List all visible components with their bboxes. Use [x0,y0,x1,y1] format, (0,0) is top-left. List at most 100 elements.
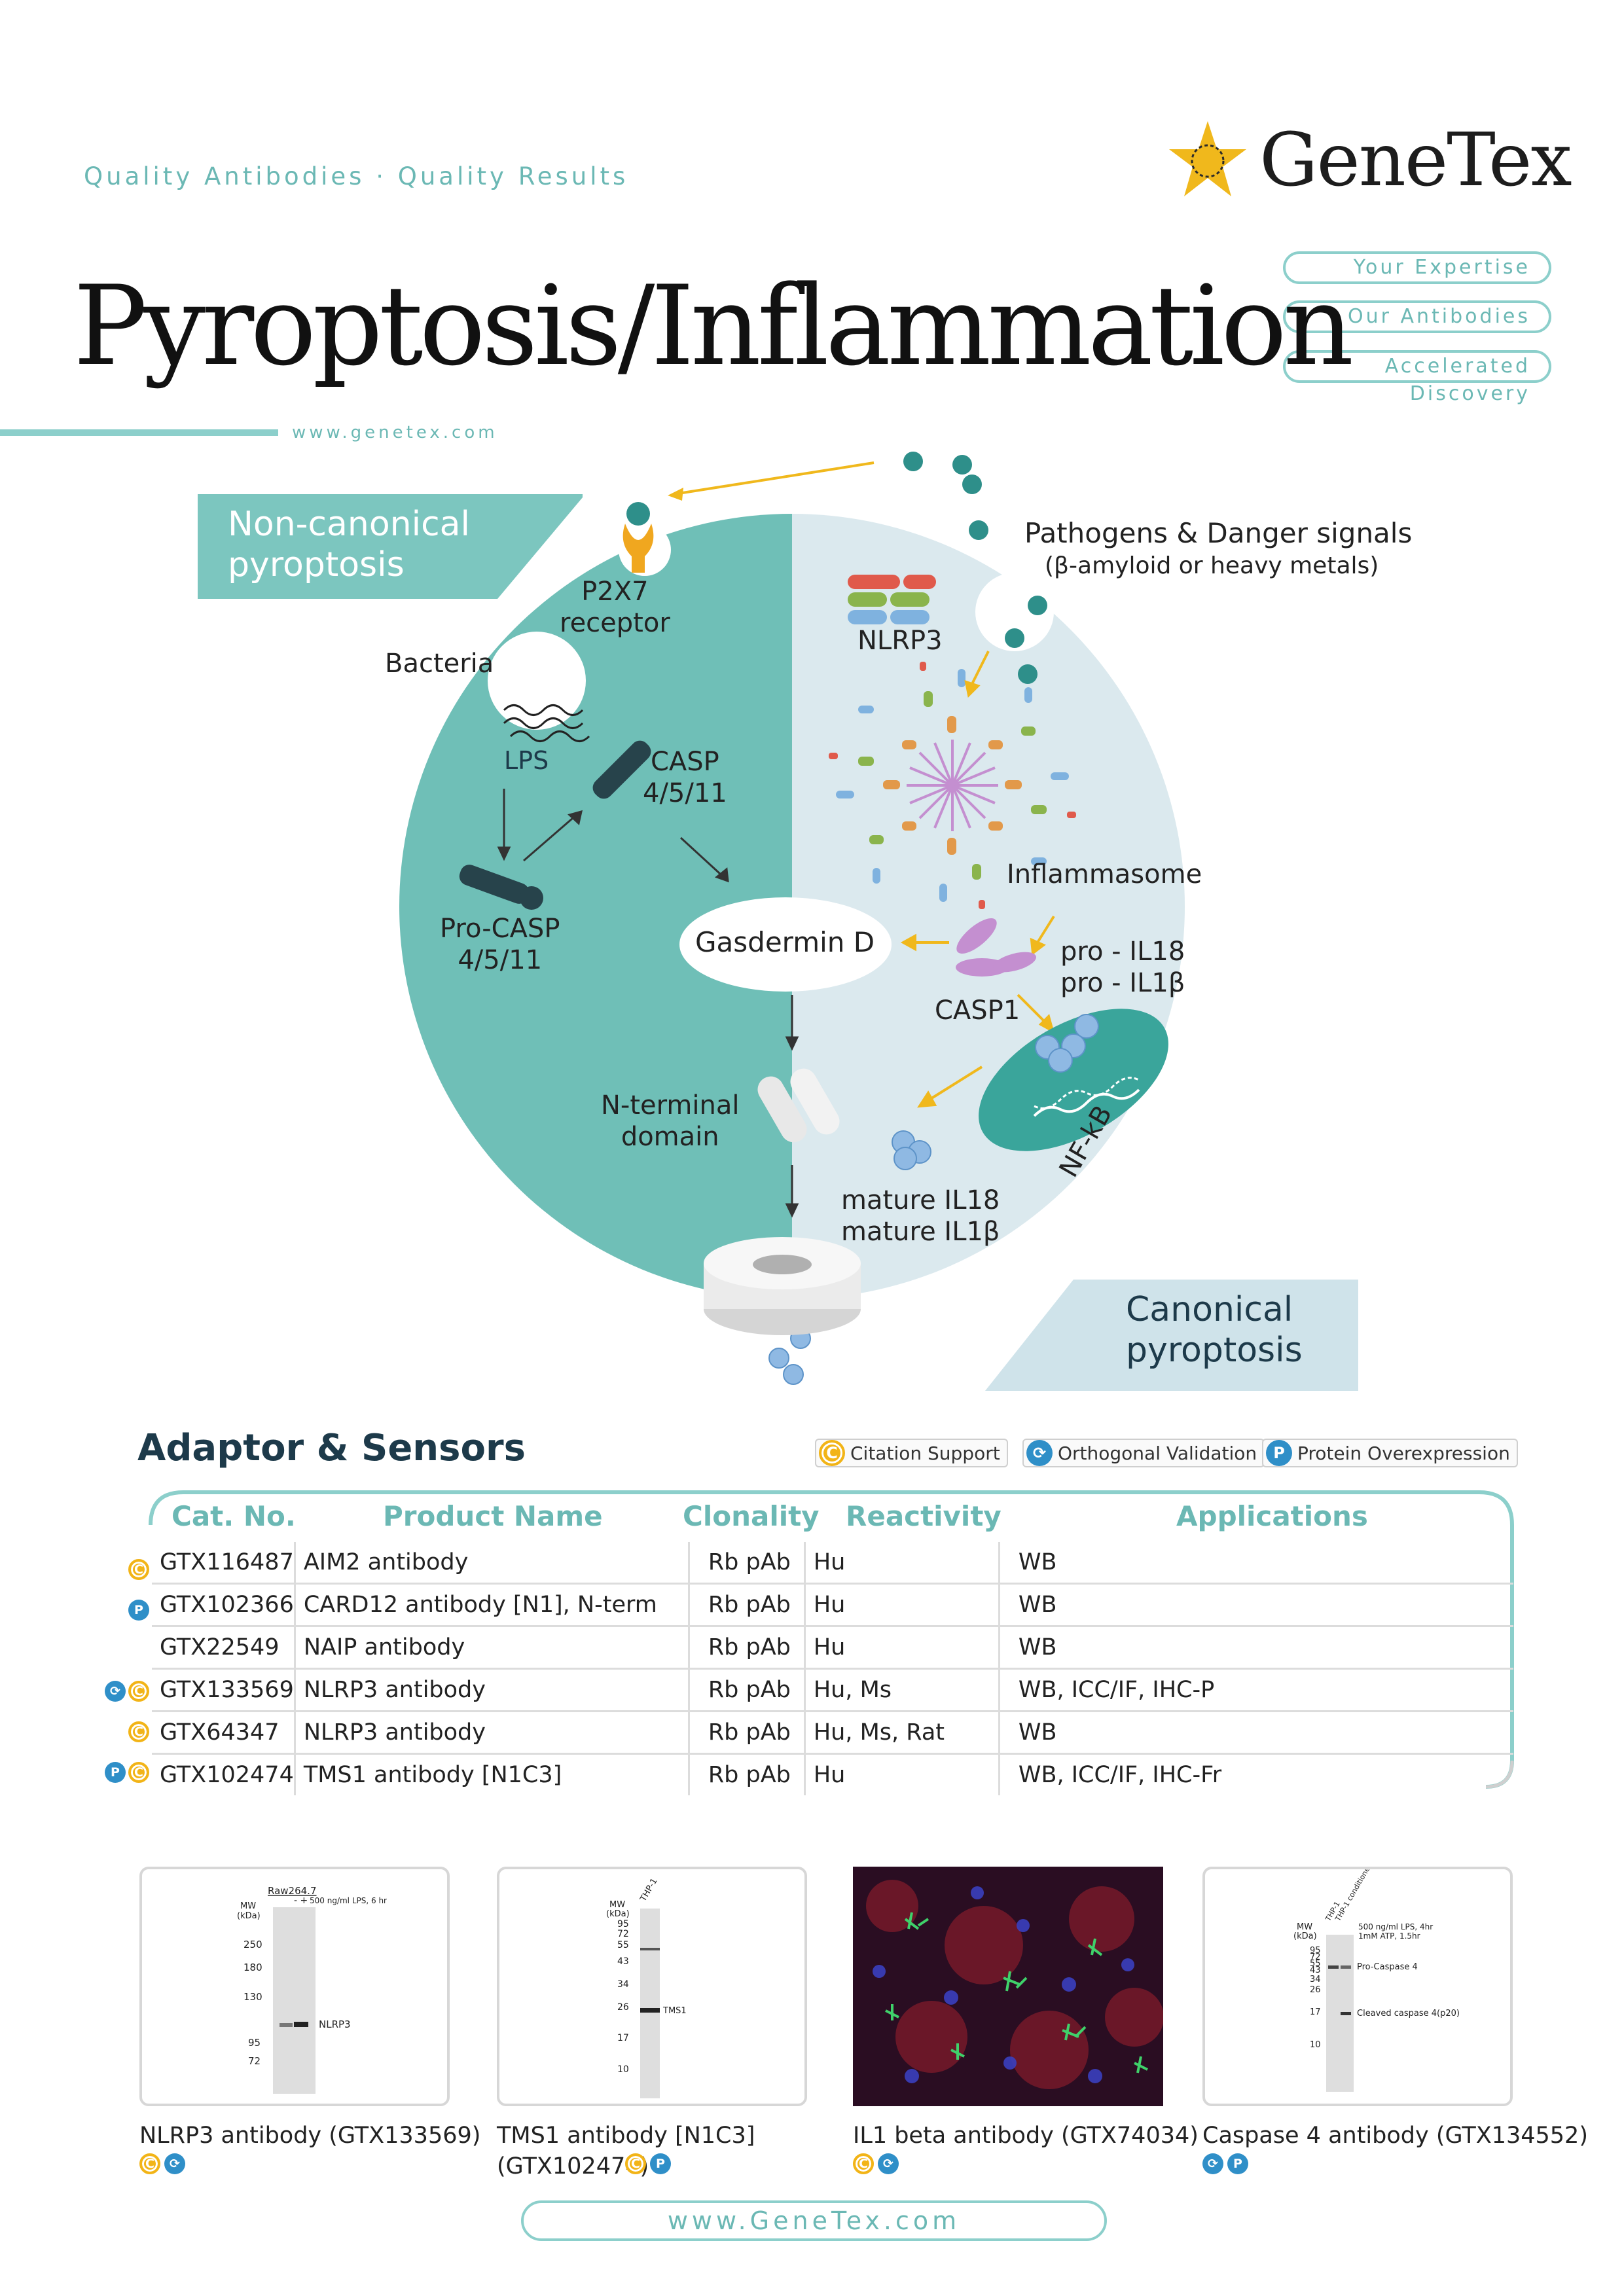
overexpression-icon: P [650,2153,671,2174]
cat-no[interactable]: GTX133569 [152,1668,295,1712]
svg-text:MW: MW [609,1900,625,1910]
cat-no[interactable]: GTX102474 [160,1762,294,1788]
citation-icon: C [819,1440,845,1466]
svg-text:72: 72 [248,2055,261,2067]
col-header-applications: Applications [1176,1500,1368,1532]
product-table: GTX116487 AIM2 antibody Rb pAb Hu WB GTX… [152,1542,1513,1795]
orthogonal-icon: ⟳ [1026,1440,1053,1466]
table-row[interactable]: GTX116487 AIM2 antibody Rb pAb Hu WB [152,1542,1513,1585]
overexpression-icon: P [1266,1440,1292,1466]
product-name[interactable]: TMS1 antibody [N1C3] [293,1753,689,1795]
row-badges: P C [105,1762,149,1783]
svg-text:(kDa): (kDa) [606,1909,630,1919]
clonality: Rb pAb [687,1626,805,1670]
orthogonal-icon: ⟳ [105,1681,126,1702]
caption-caspase4: Caspase 4 antibody (GTX134552) [1202,2123,1588,2149]
citation-icon: C [128,1721,149,1742]
reactivity: Hu [803,1753,1000,1795]
table-row[interactable]: GTX22549 NAIP antibody Rb pAb Hu WB [152,1626,1513,1670]
applications: WB, ICC/IF, IHC-Fr [998,1753,1513,1795]
cat-no[interactable]: GTX116487 [152,1542,295,1585]
svg-text:43: 43 [617,1956,629,1967]
svg-text:Pro-Caspase 4: Pro-Caspase 4 [1357,1962,1418,1972]
pill-your-expertise: Your Expertise [1283,251,1551,284]
overexpression-icon: P [105,1762,126,1783]
svg-text:55: 55 [1310,1959,1321,1969]
citation-icon: C [128,1681,149,1702]
table-row[interactable]: GTX64347 NLRP3 antibody Rb pAb Hu, Ms, R… [152,1711,1513,1755]
noncanonical-label: Non-canonical pyroptosis [228,505,470,585]
svg-text:43: 43 [1310,1965,1321,1975]
pill-our-antibodies: Our Antibodies [1283,300,1551,333]
svg-text:72: 72 [1310,1952,1321,1962]
svg-text:500 ng/ml LPS, 6 hr: 500 ng/ml LPS, 6 hr [310,1896,387,1905]
canonical-label: Canonical pyroptosis [1126,1290,1303,1371]
inflammasome-label: Inflammasome [1007,859,1202,889]
western-blot-tms1: THP-1 MW (kDa) 95 72 55 43 34 26 17 10 T… [606,1876,687,2098]
table-row[interactable]: GTX133569 NLRP3 antibody Rb pAb Hu, Ms W… [152,1668,1513,1712]
svg-text:72: 72 [617,1929,629,1939]
svg-text:500 ng/ml LPS, 4hr: 500 ng/ml LPS, 4hr [1358,1922,1433,1931]
cat-no[interactable]: GTX64347 [152,1711,295,1755]
svg-text:95: 95 [248,2037,261,2049]
applications: WB, ICC/IF, IHC-P [998,1668,1513,1712]
applications: WB [998,1542,1513,1585]
header-url[interactable]: www.genetex.com [292,423,498,442]
col-header-cat: Cat. No. [171,1500,296,1532]
product-name[interactable]: NAIP antibody [293,1626,689,1670]
reactivity: Hu, Ms [803,1668,1000,1712]
svg-text:MW: MW [240,1901,256,1911]
orthogonal-icon: ⟳ [1202,2153,1223,2174]
svg-text:Cleaved caspase 4(p20): Cleaved caspase 4(p20) [1357,2009,1460,2018]
citation-icon: C [625,2153,646,2174]
casp1-label: CASP1 [935,996,1020,1026]
svg-text:130: 130 [244,1991,262,2003]
clonality: Rb pAb [687,1542,805,1585]
footer-url[interactable]: www.GeneTex.com [521,2200,1107,2241]
applications: WB [998,1583,1513,1627]
caption-badges: ⟳ P [1202,2153,1248,2174]
caption-badges: C ⟳ [139,2153,185,2174]
cat-no[interactable]: GTX22549 [152,1626,295,1670]
tagline: Quality Antibodies · Quality Results [84,162,629,190]
clonality: Rb pAb [687,1753,805,1795]
clonality: Rb pAb [687,1583,805,1627]
product-name[interactable]: NLRP3 antibody [293,1668,689,1712]
svg-text:55: 55 [617,1940,629,1950]
product-name[interactable]: AIM2 antibody [293,1542,689,1585]
table-row[interactable]: GTX102366 CARD12 antibody [N1], N-term R… [152,1583,1513,1627]
svg-text:(kDa): (kDa) [237,1911,261,1921]
mature-il-label: mature IL18 mature IL1β [841,1185,1000,1247]
svg-text:NLRP3: NLRP3 [319,2018,351,2030]
svg-text:34: 34 [617,1979,629,1990]
clonality: Rb pAb [687,1711,805,1755]
page-title: Pyroptosis/Inflammation [73,262,1354,390]
pathogens-label: Pathogens & Danger signals [1024,517,1413,549]
image-card-il1b[interactable] [853,1867,1164,2106]
procasp-label: Pro-CASP 4/5/11 [440,914,560,975]
section-title: Adaptor & Sensors [137,1427,526,1469]
reactivity: Hu [803,1626,1000,1670]
pyroptosis-diagram [198,452,1358,1391]
svg-text:250: 250 [244,1939,262,1950]
svg-text:10: 10 [1310,2040,1321,2050]
nlrp3-label: NLRP3 [857,626,943,656]
image-card-caspase4[interactable]: THP-1 THP-1 conditioned medium MW (kDa) … [1202,1834,1513,2106]
table-row[interactable]: GTX102474 TMS1 antibody [N1C3] Rb pAb Hu… [152,1753,1513,1795]
legend-orthogonal: ⟳ Orthogonal Validation [1022,1439,1265,1467]
applications: WB [998,1626,1513,1670]
orthogonal-icon: ⟳ [878,2153,899,2174]
citation-icon: C [128,1762,149,1783]
col-header-name: Product Name [383,1500,603,1532]
row-badges: ⟳ C [105,1681,149,1702]
legend-overexpression: P Protein Overexpression [1262,1439,1518,1467]
product-name[interactable]: CARD12 antibody [N1], N-term [293,1583,689,1627]
title-rule [0,429,278,436]
product-name[interactable]: NLRP3 antibody [293,1711,689,1755]
image-card-tms1[interactable]: THP-1 MW (kDa) 95 72 55 43 34 26 17 10 T… [497,1867,807,2106]
brand-logo[interactable]: GeneTex [1165,118,1572,203]
cat-no[interactable]: GTX102366 [152,1583,295,1627]
svg-text:1mM ATP, 1.5hr: 1mM ATP, 1.5hr [1358,1931,1420,1941]
image-card-nlrp3[interactable]: Raw264.7 - + 500 ng/ml LPS, 6 hr MW (kDa… [139,1867,450,2106]
legend-citation: C Citation Support [815,1439,1008,1467]
